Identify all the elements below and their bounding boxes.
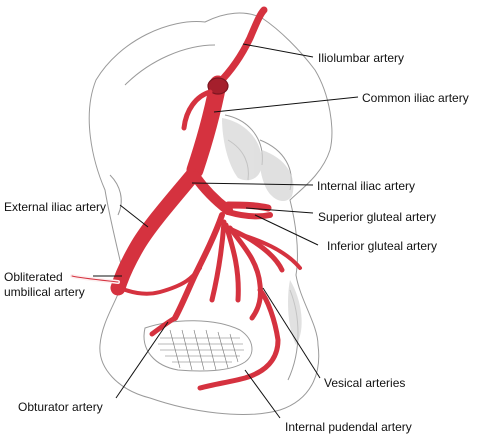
leader-lines — [93, 43, 359, 419]
pelvic-bone — [88, 12, 333, 415]
label-vesical-arteries: Vesical arteries — [324, 376, 406, 390]
label-obliterated-line1: Obliterated — [4, 270, 63, 284]
artery-tree — [70, 6, 302, 391]
label-internal-pudendal-artery: Internal pudendal artery — [285, 420, 412, 434]
obturator-foramen — [158, 329, 244, 371]
label-external-iliac-artery: External iliac artery — [4, 200, 107, 214]
label-obturator-artery: Obturator artery — [18, 400, 103, 414]
label-internal-iliac-artery: Internal iliac artery — [317, 179, 416, 193]
label-obliterated-line2: umbilical artery — [4, 285, 85, 299]
label-inferior-gluteal-artery: Inferior gluteal artery — [327, 239, 438, 253]
label-iliolumbar-artery: Iliolumbar artery — [318, 51, 405, 65]
bone-shading — [222, 118, 302, 345]
label-superior-gluteal-artery: Superior gluteal artery — [318, 210, 437, 224]
label-common-iliac-artery: Common iliac artery — [362, 91, 469, 105]
